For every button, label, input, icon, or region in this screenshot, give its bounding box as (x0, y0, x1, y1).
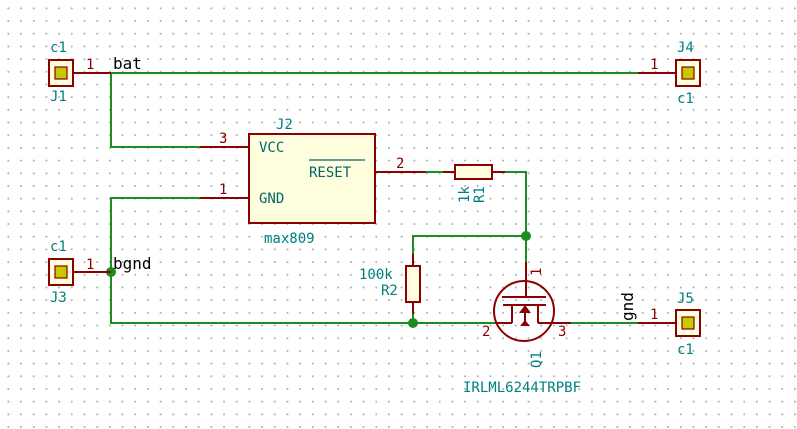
connector-j4[interactable]: J4 c1 1 (638, 40, 701, 107)
ic-j2-pin-name-gnd: GND (259, 191, 284, 207)
junction-drain (521, 231, 531, 241)
ic-j2-pin-name-vcc: VCC (259, 140, 284, 156)
connector-j1[interactable]: c1 J1 1 (48, 40, 111, 105)
connector-j3-pin-number: 1 (86, 257, 94, 273)
connector-j5-pad (681, 316, 695, 330)
resistor-r2-ref: R2 (381, 283, 398, 299)
connector-j5-value: c1 (677, 342, 694, 358)
connector-j4-pad (681, 66, 695, 80)
connector-j4-pin-number: 1 (650, 57, 658, 73)
wire-bat-to-vcc (110, 73, 200, 148)
net-label-bat: bat (113, 54, 142, 73)
ic-j2-value: max809 (264, 231, 315, 247)
net-label-bgnd: bgnd (113, 254, 152, 273)
net-label-gnd: gnd (618, 292, 637, 321)
connector-j3-value: c1 (50, 239, 67, 255)
mosfet-q1-ref: Q1 (529, 351, 545, 368)
junction-gate (408, 318, 418, 328)
connector-j3-ref: J3 (50, 290, 67, 306)
wire-r2-top (412, 235, 526, 262)
mosfet-q1-arrow (519, 305, 531, 313)
ic-j2-body (248, 133, 376, 224)
resistor-r2-body (405, 265, 421, 303)
connector-j1-ref: J1 (50, 89, 67, 105)
connector-j4-ref: J4 (677, 40, 694, 56)
resistor-r1-body (454, 164, 493, 180)
connector-j5-pin-number: 1 (650, 307, 658, 323)
wires (77, 72, 673, 324)
mosfet-q1[interactable]: 1 2 3 Q1 IRLML6244TRPBF (463, 262, 581, 396)
wire-gnd-ic (110, 197, 496, 324)
connector-j1-pad (54, 66, 68, 80)
mosfet-q1-pin-number-gate: 2 (482, 324, 490, 340)
ic-j2-ref: J2 (276, 117, 293, 133)
ic-j2[interactable]: J2 max809 3 1 2 VCC GND RESET (200, 117, 426, 247)
connector-j3[interactable]: c1 J3 1 (48, 239, 111, 306)
resistor-r2-value: 100k (359, 267, 393, 283)
connector-j1-value: c1 (50, 40, 67, 56)
ic-j2-pin-number-reset: 2 (396, 156, 404, 172)
connector-j5[interactable]: J5 c1 1 (638, 291, 701, 358)
mosfet-q1-circle (493, 280, 555, 342)
connector-j3-pad (54, 265, 68, 279)
ic-j2-pin-number-vcc: 3 (219, 131, 227, 147)
connector-j5-ref: J5 (677, 291, 694, 307)
resistor-r1-ref: R1 (472, 186, 488, 203)
resistor-r1[interactable]: 1k R1 (443, 164, 505, 203)
mosfet-q1-pin-number-source: 3 (558, 324, 566, 340)
mosfet-q1-value: IRLML6244TRPBF (463, 380, 581, 396)
mosfet-q1-diode (520, 320, 530, 326)
ic-j2-pin-number-gnd: 1 (219, 182, 227, 198)
ic-j2-pin-name-reset: RESET (309, 165, 352, 181)
wire-r1-drain (496, 171, 527, 262)
connector-j4-value: c1 (677, 91, 694, 107)
resistor-r1-value: 1k (457, 186, 473, 203)
connector-j1-pin-number: 1 (86, 57, 94, 73)
resistor-r2[interactable]: 100k R2 (359, 254, 421, 314)
mosfet-q1-pin-number-drain: 1 (529, 268, 545, 276)
